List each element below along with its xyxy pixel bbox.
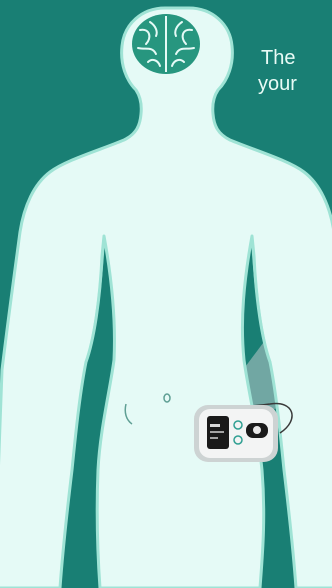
brain-icon: [132, 14, 200, 74]
caption-line-2: your: [258, 71, 332, 97]
caption-text: The your: [258, 45, 332, 97]
caption-line-1: The: [258, 45, 332, 71]
stimulator-device-icon: [194, 405, 278, 462]
